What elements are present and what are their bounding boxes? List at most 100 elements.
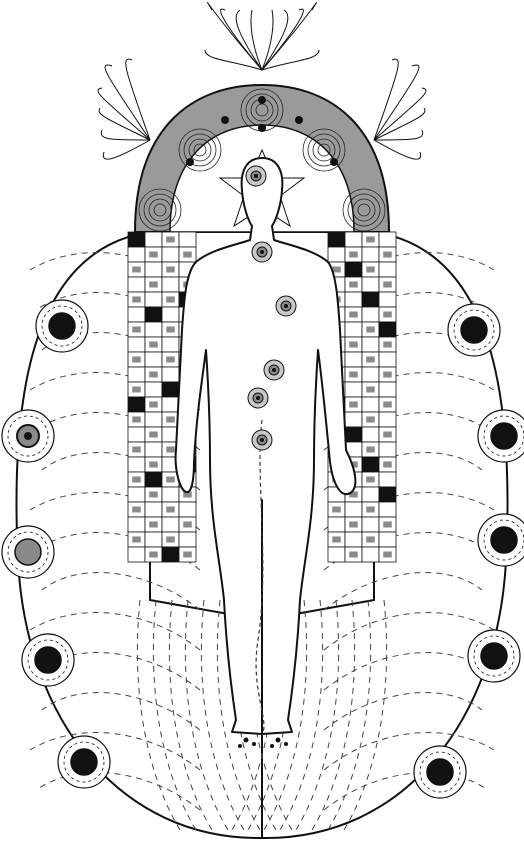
grid-cell [162, 307, 179, 322]
grid-glyph [349, 342, 358, 348]
grid-glyph [383, 252, 392, 258]
grid-glyph [349, 282, 358, 288]
grid-glyph [383, 522, 392, 528]
grid-cell [128, 487, 145, 502]
grid-cell [379, 412, 396, 427]
grid-cell [345, 262, 362, 277]
grid-glyph [366, 537, 375, 543]
grid-cell [128, 517, 145, 532]
grid-glyph [332, 507, 341, 513]
wing-orb [478, 410, 524, 462]
grid-cell [345, 352, 362, 367]
grid-cell [345, 427, 362, 442]
grid-glyph [366, 507, 375, 513]
grid-glyph [132, 477, 141, 483]
grid-glyph [166, 537, 175, 543]
wing-orb [414, 746, 466, 798]
grid-cell [162, 547, 179, 562]
halo-dot [258, 124, 266, 132]
body-center-sacral [252, 430, 272, 450]
grid-cell [145, 262, 162, 277]
left-fan-field-lines [98, 59, 150, 159]
grid-glyph [349, 552, 358, 558]
grid-glyph [349, 402, 358, 408]
grid-cell [145, 502, 162, 517]
grid-cell [379, 352, 396, 367]
grid-glyph [132, 267, 141, 273]
grid-glyph [166, 507, 175, 513]
wing-orb [58, 736, 110, 788]
grid-glyph [166, 477, 175, 483]
grid-glyph [149, 342, 158, 348]
grid-cell [145, 232, 162, 247]
grid-cell [379, 382, 396, 397]
grid-cell [362, 427, 379, 442]
grid-cell [162, 247, 179, 262]
grid-cell [362, 277, 379, 292]
grid-glyph [383, 462, 392, 468]
grid-glyph [383, 372, 392, 378]
grid-cell [128, 547, 145, 562]
grid-cell [379, 292, 396, 307]
grid-glyph [166, 297, 175, 303]
grid-cell [328, 517, 345, 532]
grid-cell [128, 457, 145, 472]
grid-cell [128, 232, 145, 247]
grid-glyph [332, 537, 341, 543]
grid-cell [128, 337, 145, 352]
grid-glyph [183, 552, 192, 558]
grid-cell [162, 367, 179, 382]
grid-cell [179, 532, 196, 547]
grid-glyph [132, 297, 141, 303]
right-fan-field-lines [374, 59, 426, 159]
grid-cell [145, 382, 162, 397]
wing-orb [478, 514, 524, 566]
grid-cell [162, 517, 179, 532]
grid-cell [145, 322, 162, 337]
grid-glyph [383, 432, 392, 438]
grid-glyph [349, 372, 358, 378]
grid-glyph [166, 357, 175, 363]
grid-glyph [166, 267, 175, 273]
grid-cell [345, 292, 362, 307]
grid-cell [379, 487, 396, 502]
grid-cell [162, 382, 179, 397]
grid-cell [128, 397, 145, 412]
grid-cell [362, 307, 379, 322]
grid-cell [379, 472, 396, 487]
wing-orb [448, 304, 500, 356]
grid-cell [145, 352, 162, 367]
grid-cell [145, 442, 162, 457]
grid-cell [379, 232, 396, 247]
grid-glyph [149, 282, 158, 288]
grid-cell [345, 382, 362, 397]
grid-cell [128, 307, 145, 322]
grid-glyph [366, 237, 375, 243]
grid-cell [128, 367, 145, 382]
grid-glyph [166, 327, 175, 333]
grid-cell [328, 232, 345, 247]
grid-cell [145, 307, 162, 322]
grid-cell [145, 472, 162, 487]
grid-cell [379, 502, 396, 517]
grid-cell [179, 232, 196, 247]
grid-cell [162, 277, 179, 292]
grid-glyph [132, 447, 141, 453]
grid-glyph [366, 327, 375, 333]
grid-glyph [383, 282, 392, 288]
grid-cell [345, 322, 362, 337]
grid-cell [162, 487, 179, 502]
body-center-solar [264, 360, 284, 380]
wing-orb [36, 300, 88, 352]
grid-glyph [366, 477, 375, 483]
grid-cell [345, 412, 362, 427]
grid-glyph [149, 252, 158, 258]
grid-cell [362, 517, 379, 532]
grid-glyph [132, 507, 141, 513]
halo-dot [330, 158, 338, 166]
grid-glyph [349, 252, 358, 258]
grid-cell [328, 247, 345, 262]
grid-cell [379, 442, 396, 457]
